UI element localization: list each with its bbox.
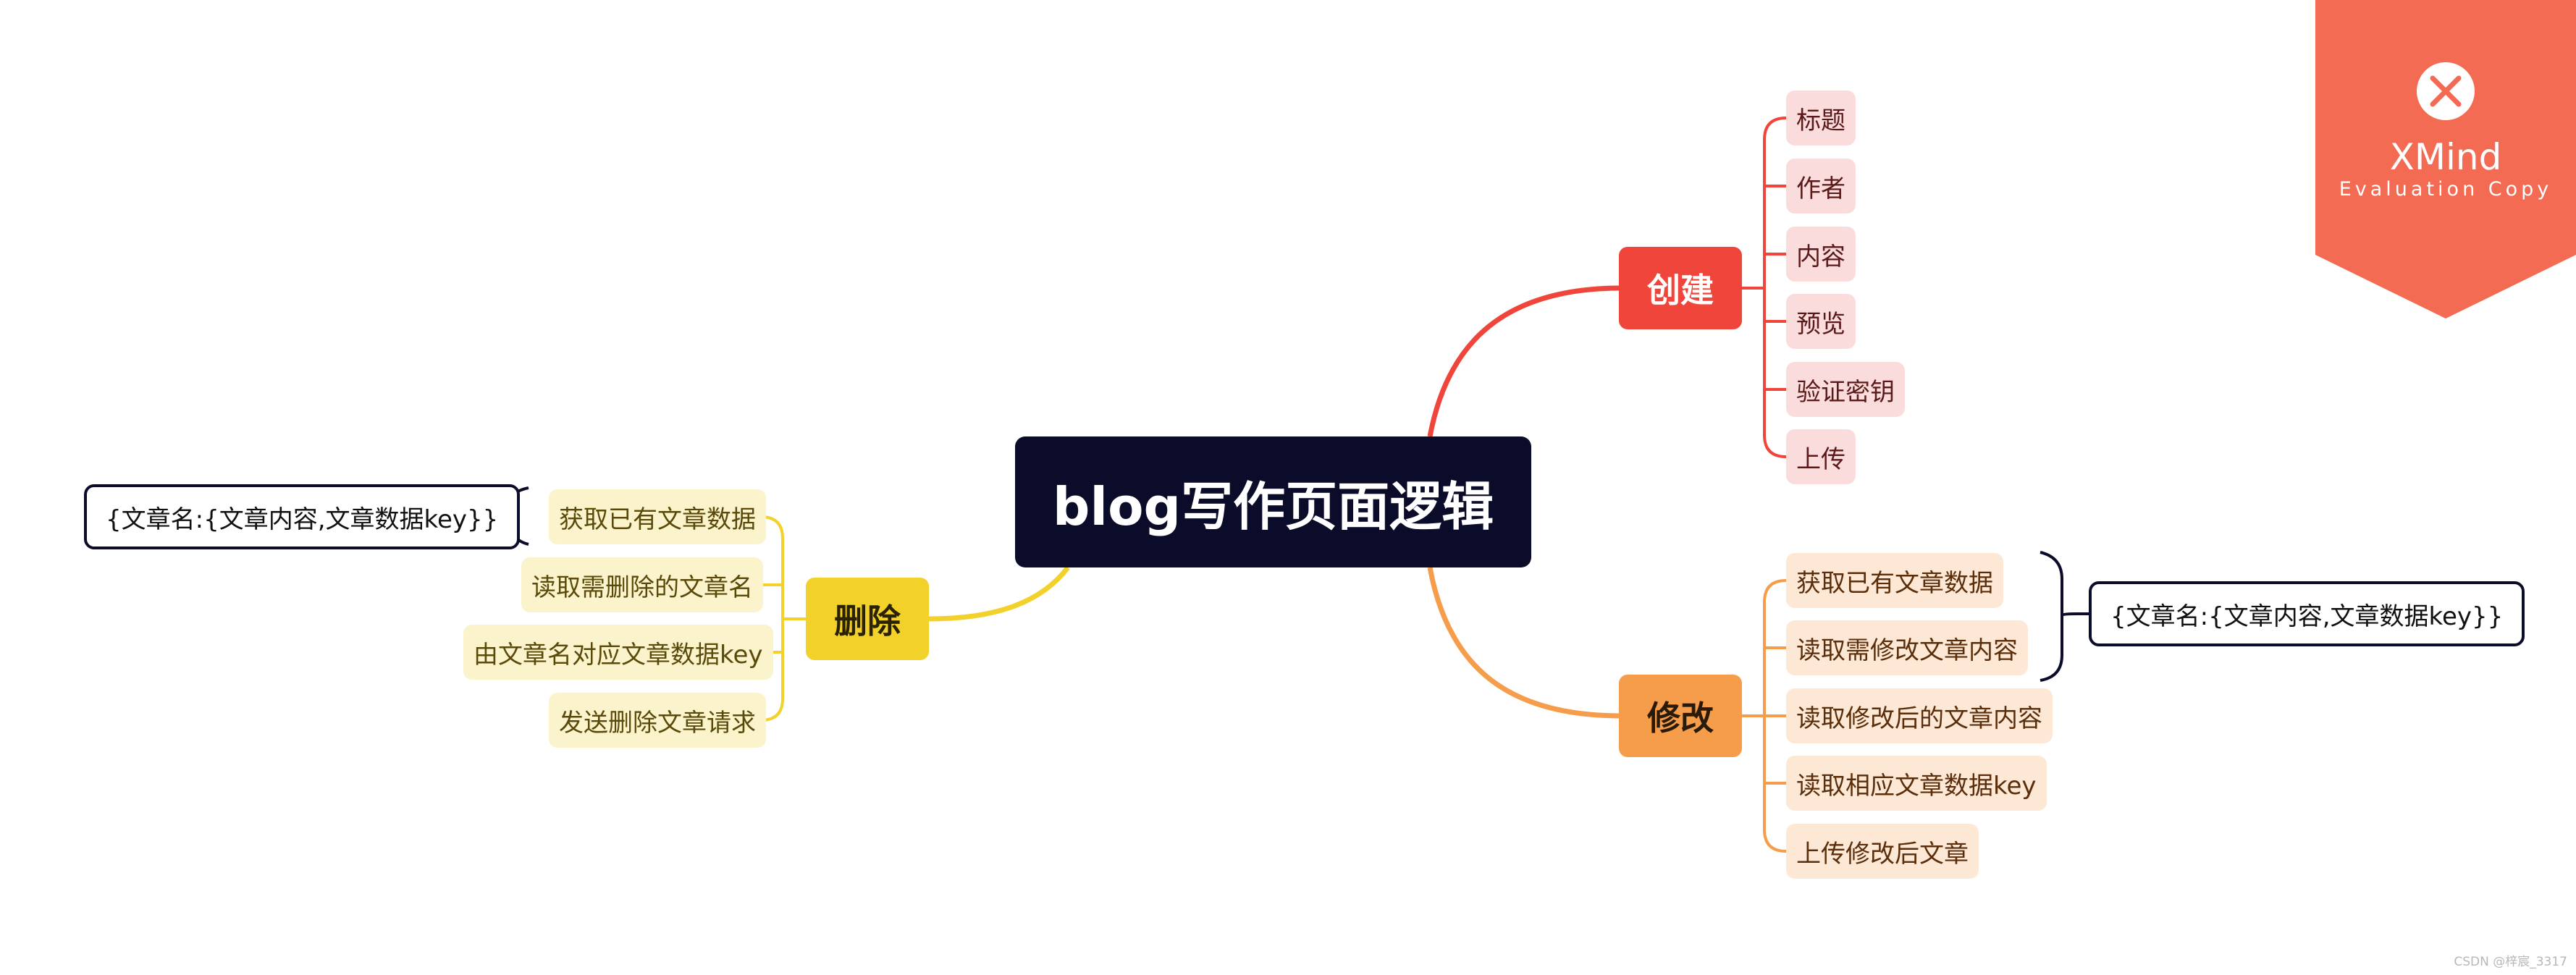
central-topic[interactable]: blog写作页面逻辑 [1015,436,1531,567]
create-topic-title[interactable]: 标题 [1786,90,1856,145]
branch-modify[interactable]: 修改 [1619,675,1742,757]
create-topic-upload[interactable]: 上传 [1786,429,1856,484]
create-topic-author[interactable]: 作者 [1786,159,1856,214]
branch-delete[interactable]: 删除 [806,578,929,660]
watermark-brand: XMind [2389,136,2502,178]
create-topic-verify-key[interactable]: 验证密钥 [1786,362,1905,417]
delete-topic-read-name[interactable]: 读取需删除的文章名 [521,557,763,612]
modify-topic-fetch-data[interactable]: 获取已有文章数据 [1786,553,2003,608]
create-topic-preview[interactable]: 预览 [1786,294,1856,349]
modify-topic-read-key[interactable]: 读取相应文章数据key [1786,756,2047,811]
modify-callout-structure[interactable]: {文章名:{文章内容,文章数据key}} [2089,581,2525,646]
delete-topic-map-key[interactable]: 由文章名对应文章数据key [463,625,773,680]
branch-create[interactable]: 创建 [1619,247,1742,329]
xmind-logo-icon [2417,62,2475,120]
create-topic-content[interactable]: 内容 [1786,227,1856,282]
modify-topic-upload[interactable]: 上传修改后文章 [1786,824,1979,879]
delete-topic-send-request[interactable]: 发送删除文章请求 [549,693,766,748]
watermark-subtitle: Evaluation Copy [2339,178,2553,201]
credit-text: CSDN @梓宸_3317 [2454,955,2567,969]
xmind-watermark-banner [2315,0,2576,318]
delete-topic-fetch-data[interactable]: 获取已有文章数据 [549,489,766,544]
modify-topic-read-modified[interactable]: 读取修改后的文章内容 [1786,688,2053,743]
delete-callout-structure[interactable]: {文章名:{文章内容,文章数据key}} [84,484,521,549]
modify-topic-read-content[interactable]: 读取需修改文章内容 [1786,620,2028,675]
